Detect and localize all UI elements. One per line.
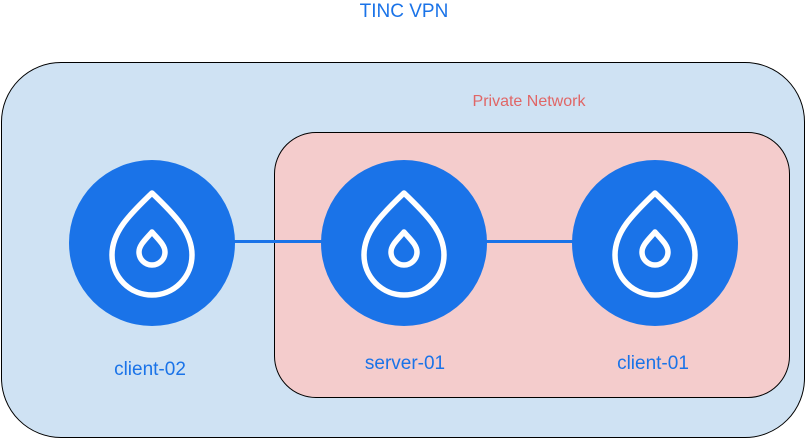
private-network-label: Private Network xyxy=(472,93,586,110)
node-label-server-01: server-01 xyxy=(364,353,446,374)
tinc-drop-icon xyxy=(69,160,235,326)
diagram-title: TINC VPN xyxy=(359,1,449,22)
tinc-drop-icon xyxy=(321,160,487,326)
node-label-client-02: client-02 xyxy=(114,359,186,380)
connection-client-02-server-01 xyxy=(234,240,324,243)
tinc-drop-icon xyxy=(572,160,738,326)
connection-server-01-client-01 xyxy=(486,240,576,243)
node-label-client-01: client-01 xyxy=(617,353,689,374)
